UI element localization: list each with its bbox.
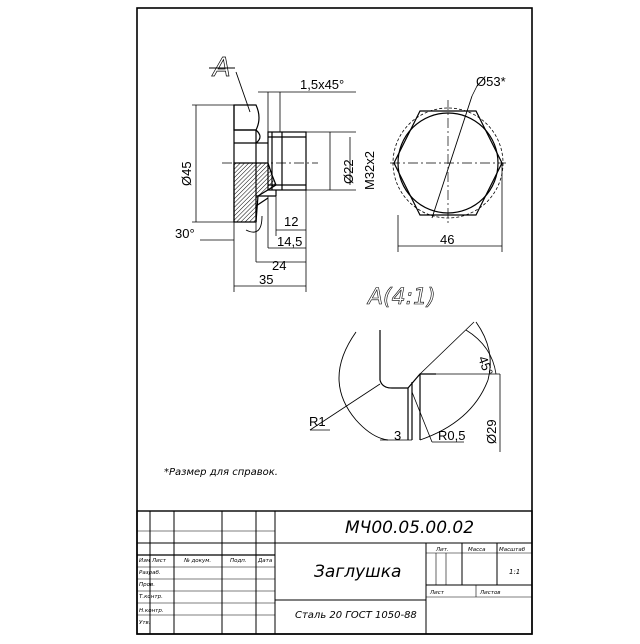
hdr-sheet: Лист xyxy=(429,590,445,596)
section-hatch xyxy=(233,162,277,223)
side-view-dimensions xyxy=(192,91,356,292)
front-view xyxy=(390,83,506,226)
drawing-frame xyxy=(136,7,533,635)
hdr-mass: Масса xyxy=(468,547,486,553)
dim-chamfer: 1,5x45° xyxy=(300,77,344,92)
front-view-dimensions xyxy=(397,163,503,252)
thread-shank xyxy=(267,131,307,191)
dim-l35: 35 xyxy=(259,272,273,287)
role-checker: Пров. xyxy=(139,582,155,588)
dim-r1: R1 xyxy=(309,414,326,429)
dim-d46: 46 xyxy=(440,232,454,247)
detail-boundary xyxy=(338,331,389,441)
dim-d53: Ø53* xyxy=(476,74,506,89)
hdr-scale: Масштаб xyxy=(499,547,526,553)
role-approved: Утв. xyxy=(139,620,151,626)
dim-m32: M32x2 xyxy=(362,151,377,190)
dim-l14-5: 14,5 xyxy=(277,234,302,249)
hdr-date: Дата xyxy=(257,558,273,564)
role-tech: Т.контр. xyxy=(139,594,163,600)
detail-dimensions xyxy=(309,374,501,452)
hdr-sign: Подп. xyxy=(230,558,247,564)
role-norm: Н.контр. xyxy=(139,608,164,614)
title-block xyxy=(136,510,533,635)
dim-a30: 30° xyxy=(175,226,195,241)
hdr-sheets: Листов xyxy=(479,590,501,596)
part-name: Заглушка xyxy=(314,562,401,582)
dim-r0-5: R0,5 xyxy=(438,428,465,443)
dim-l3: 3 xyxy=(394,428,401,443)
dim-d22: Ø22 xyxy=(341,159,356,184)
hdr-lit: Лит. xyxy=(435,547,449,553)
side-view xyxy=(222,104,318,233)
dim-l12: 12 xyxy=(284,214,298,229)
dim-d45: Ø45 xyxy=(179,161,194,186)
section-marker: A xyxy=(209,53,251,113)
hex-head-outline xyxy=(233,104,260,131)
dim-d29: Ø29 xyxy=(484,419,499,444)
hdr-doc-no: № докум. xyxy=(183,558,211,564)
drawing-number: МЧ00.05.00.02 xyxy=(345,518,474,538)
dim-l24: 24 xyxy=(272,258,286,273)
hdr-list: Лист xyxy=(151,558,167,564)
reference-note: *Размер для справок. xyxy=(164,467,278,478)
detail-view xyxy=(338,321,500,441)
scale-value: 1:1 xyxy=(509,568,520,576)
role-developer: Разраб. xyxy=(139,570,161,576)
detail-title: A(4:1) xyxy=(366,285,436,310)
hdr-izm: Изм xyxy=(139,558,150,564)
dim-a45: 45° xyxy=(475,354,496,378)
material: Сталь 20 ГОСТ 1050-88 xyxy=(295,610,417,621)
